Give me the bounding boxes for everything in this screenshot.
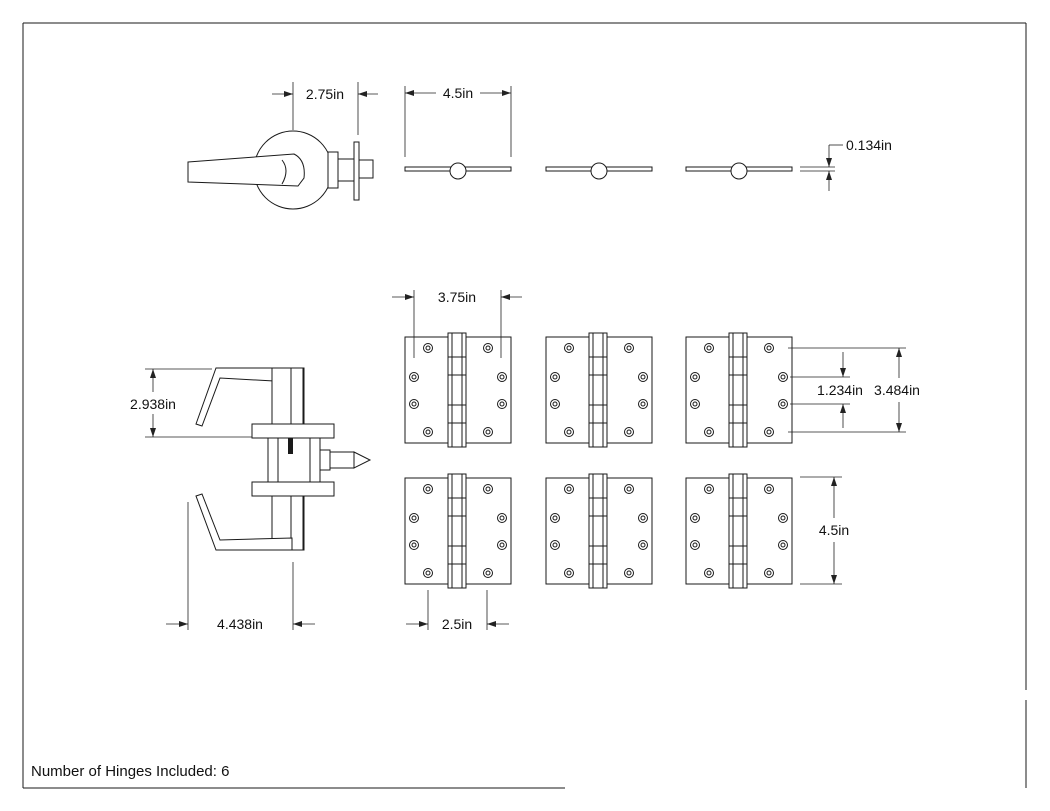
label-lever-length: 4.438in — [217, 616, 263, 632]
label-hinge-leaf-width: 3.75in — [438, 289, 476, 305]
hinge-front-view-3 — [685, 332, 793, 448]
dimension-hinge-width-bottom: 2.5in — [406, 590, 509, 632]
dimension-hinge-height: 4.5in — [800, 476, 849, 585]
hinge-edge-view-1 — [404, 162, 512, 180]
label-hinge-open-width: 4.5in — [443, 85, 473, 101]
hinge-front-view-6 — [685, 473, 793, 589]
drawing-frame — [22, 22, 1027, 789]
dimension-hinge-open-width: 4.5in — [404, 85, 512, 157]
hinge-front-view-2 — [545, 332, 653, 448]
dimension-hinge-thickness: 0.134in — [800, 137, 892, 191]
hinge-count-note: Number of Hinges Included: 6 — [31, 763, 230, 780]
label-lever-rose-width: 2.75in — [306, 86, 344, 102]
hinge-front-view-4 — [404, 473, 512, 589]
label-hinge-height: 4.5in — [819, 522, 849, 538]
lever-side-view — [187, 130, 374, 210]
hinge-edge-view-3 — [685, 162, 793, 180]
dimension-hinge-leaf-width: 3.75in — [392, 289, 522, 358]
hinge-edge-view-2 — [545, 162, 653, 180]
hinge-front-view-5 — [545, 473, 653, 589]
dimension-hole-spacing-outer: 3.484in — [788, 347, 920, 433]
label-hole-spacing-outer: 3.484in — [874, 382, 920, 398]
dimension-lever-length: 4.438in — [166, 502, 315, 632]
label-hinge-thickness: 0.134in — [846, 137, 892, 153]
label-lever-height: 2.938in — [130, 396, 176, 412]
lever-assembly-view — [195, 367, 372, 551]
dimension-hole-spacing-inner: 1.234in — [790, 352, 863, 428]
dimension-lever-rose-width: 2.75in — [272, 82, 378, 135]
dimension-lever-height: 2.938in — [130, 368, 252, 438]
label-hinge-width-bottom: 2.5in — [442, 616, 472, 632]
hinge-front-view-1 — [404, 332, 512, 448]
label-hole-spacing-inner: 1.234in — [817, 382, 863, 398]
